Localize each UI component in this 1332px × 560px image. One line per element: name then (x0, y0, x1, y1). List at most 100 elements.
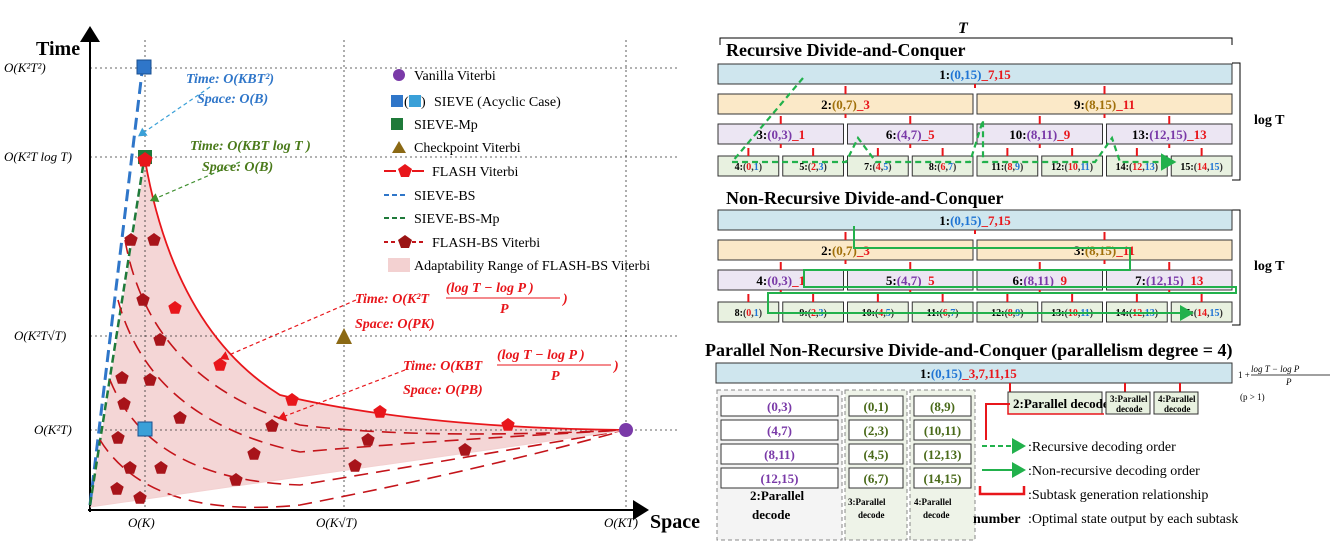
tree-node-label: 4:(0,1) (735, 162, 763, 173)
annotation-flash-space: Space: O(PK) (355, 317, 435, 332)
x-tick-1: O(K) (128, 515, 155, 530)
flash-bs-marker (153, 333, 167, 346)
legend-sievemp: SIEVE-Mp (414, 118, 478, 133)
sieve-acyclic-marker (136, 59, 152, 75)
parallel-range-label: (14,15) (924, 471, 962, 486)
legend-number-word: number (973, 512, 1020, 527)
tree-node-label: 10:(8,11)_9 (1009, 127, 1071, 142)
x-axis-title: Space (650, 511, 700, 533)
tree-node-label: 1:(0,15)_7,15 (939, 67, 1011, 82)
formula-prefix: 1 + (1238, 370, 1250, 380)
parallel-range-box (720, 419, 839, 441)
legend-subtask-relationship: :Subtask generation relationship (1028, 488, 1208, 503)
tree-node-label: 9:(8,15)_11 (1074, 97, 1135, 112)
y-axis-title: Time (36, 38, 80, 60)
annotation-sievemp-time: Time: O(KBT log T ) (190, 139, 311, 154)
flash-bs-marker (173, 411, 187, 424)
log-t-label-2: log T (1254, 259, 1285, 274)
group-c-label-2: decode (923, 510, 950, 520)
legend-checkpoint: Checkpoint Viterbi (414, 141, 521, 156)
tree-node-label: 8:(6,7) (929, 162, 957, 173)
flash-bs-marker (111, 431, 125, 444)
parallel-range-label: (8,9) (930, 399, 955, 414)
parallel-range-box (720, 467, 839, 489)
t-label: T (958, 20, 969, 37)
red-pentagon-icon (398, 164, 412, 177)
legend-sievebs: SIEVE-BS (414, 189, 475, 204)
tree-node-label: 5:(4,7)_5 (886, 273, 935, 288)
dark-red-pentagon-icon (398, 235, 412, 248)
tree-node-label: 8:(0,1) (735, 308, 763, 319)
green-square-icon (391, 118, 403, 130)
legend-sievebsmp: SIEVE-BS-Mp (414, 212, 500, 227)
vanilla-viterbi-marker (619, 423, 633, 437)
flash-bs-marker (229, 473, 243, 486)
annotation-flashbs-space: Space: O(PB) (403, 383, 483, 398)
y-tick-1: O(K²T²) (4, 60, 46, 75)
parallel-root-label: 1:(0,15)_3,7,11,15 (920, 366, 1017, 381)
group-a-label-1: 2:Parallel (750, 488, 805, 503)
flash-marker (213, 358, 227, 371)
parallel-range-box (913, 443, 972, 465)
flash-bs-marker (110, 482, 124, 495)
tree-node-label: 7:(4,5) (864, 162, 892, 173)
parallel-decode-4 (1153, 391, 1199, 415)
nonrecursive-order-path (767, 226, 1237, 321)
purple-circle-icon (393, 69, 405, 81)
shaded-area-icon (388, 258, 410, 272)
flash-marker (501, 418, 515, 431)
flash-bs-marker (265, 419, 279, 432)
flash-bs-marker (458, 443, 472, 456)
flash-bs-marker (348, 459, 362, 472)
legend-nonrecursive-order: :Non-recursive decoding order (1028, 464, 1200, 479)
group-a-label-2: decode (752, 507, 791, 522)
flash-marker (137, 152, 153, 167)
parallel-range-box (913, 467, 972, 489)
flash-bs-marker (136, 293, 150, 306)
brown-triangle-icon (392, 141, 406, 153)
parallel-range-label: (10,11) (924, 423, 961, 438)
tree-node-label: 15:(14,15) (1180, 162, 1223, 173)
annotation-flashbs-frac-den: P (551, 369, 560, 384)
section-recursive-title: Recursive Divide-and-Conquer (726, 40, 966, 60)
diagram-legend: :Recursive decoding order :Non-recursive… (973, 438, 1238, 527)
tree-node-label: 2:(0,7)_3 (821, 243, 870, 258)
legend-vanilla: Vanilla Viterbi (414, 69, 496, 84)
tree-node-label: 7:(12,15)_13 (1135, 273, 1204, 288)
svg-text:): ) (421, 95, 426, 110)
complexity-plot: Time Space O(K²T²) O(K²T log T) O(K²T√T)… (4, 26, 700, 533)
y-tick-4: O(K²T) (34, 422, 72, 437)
parallel-root-node (715, 362, 1233, 384)
parallel-range-label: (8,11) (764, 447, 795, 462)
tree-node-label: 1:(0,15)_7,15 (939, 213, 1011, 228)
legend-flash: FLASH Viterbi (432, 165, 519, 180)
annotation-flashbs-time: Time: O(KBT (403, 359, 484, 374)
annotation-flash-close: ) (561, 292, 568, 307)
formula-numerator: log T − log P (1251, 364, 1300, 374)
parallel-range-box (848, 467, 904, 489)
sieve-bs-line (88, 71, 144, 506)
flash-marker (373, 405, 387, 418)
parallel-range-label: (0,3) (767, 399, 792, 414)
parallel-decode-2-label: 2:Parallel decode (1013, 396, 1109, 411)
sieve-marker-lower (137, 421, 153, 437)
parallel-range-box (913, 419, 972, 441)
tree-node-label: 2:(0,7)_3 (821, 97, 870, 112)
parallel-range-box (720, 395, 839, 417)
recursive-order-path (729, 77, 1177, 171)
flash-bs-marker (117, 397, 131, 410)
parallel-range-label: (4,7) (767, 423, 792, 438)
tree-node-label: 6:(8,11)_9 (1012, 273, 1067, 288)
adaptability-range-area (90, 160, 626, 507)
group-b-label-1: 3:Parallel (848, 497, 886, 507)
flash-bs-marker (123, 461, 137, 474)
tree-node-label: 5:(2,3) (799, 162, 827, 173)
legend-sieve: SIEVE (Acyclic Case) (434, 95, 561, 110)
flash-marker (168, 301, 182, 314)
annotation-sievemp-space: Space: O(B) (202, 160, 273, 175)
group-c-label-1: 4:Parallel (914, 497, 952, 507)
